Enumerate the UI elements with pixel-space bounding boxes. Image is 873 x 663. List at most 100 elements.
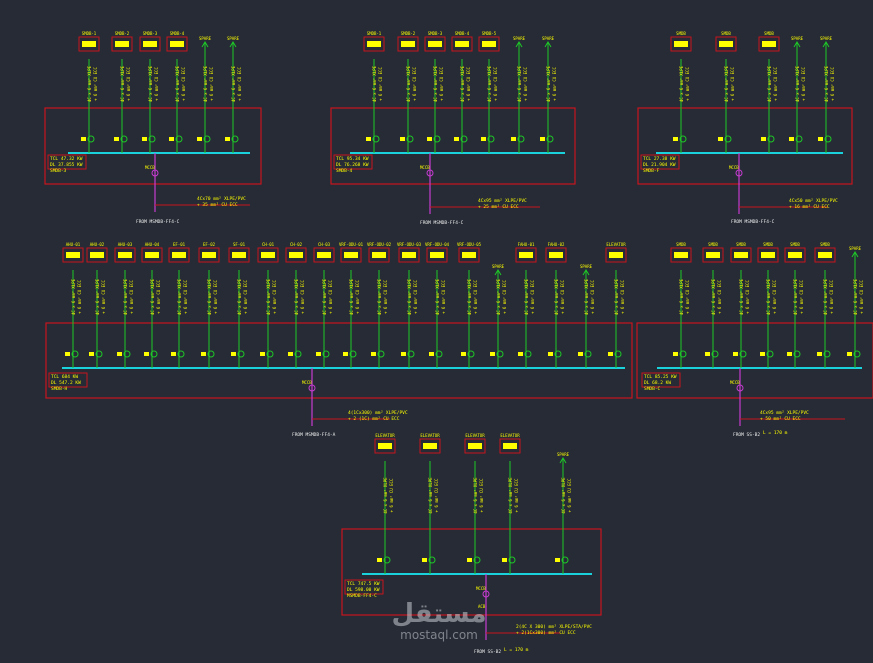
- load-info-line: TCL 684 KW: [51, 374, 78, 380]
- cable-spec: 4C x 6 mm² XLPE: [524, 278, 529, 315]
- load-tag-fill: [145, 252, 159, 258]
- watermark-latin: mostaql.com: [400, 628, 478, 642]
- load-tag-icon: [141, 247, 163, 263]
- feeder-label: SMDB-3: [143, 31, 158, 36]
- arrow-icon: [582, 269, 590, 276]
- feeder-label: SPARE: [580, 264, 593, 269]
- feeder-label: ELEVATOR: [606, 242, 626, 247]
- feeder-label: SMDB-5: [482, 31, 497, 36]
- incomer-tag: MCCB: [145, 165, 155, 170]
- feeder-label: SPARE: [557, 452, 570, 457]
- breaker-tag: [201, 352, 206, 356]
- cable-spec: 4C x 6 mm² XLPE: [148, 65, 153, 102]
- circuit-breaker-icon: [711, 350, 719, 358]
- breaker-tag: [511, 137, 516, 141]
- load-info-line: DL 37.855 KW: [50, 162, 83, 168]
- circuit-breaker-icon: [679, 350, 687, 358]
- cable-length: L = 170 m: [504, 647, 529, 653]
- cable-spec: + 6 mm² CU ECC: [272, 280, 277, 314]
- cable-spec: 4C x 6 mm² XLPE: [795, 65, 800, 102]
- incomer-breaker-icon: [151, 169, 159, 177]
- cable-spec: + 6 mm² CU ECC: [213, 280, 218, 314]
- cable-spec: + 6 mm² CU ECC: [439, 67, 444, 101]
- breaker-tag: [548, 352, 553, 356]
- arrow-icon: [559, 457, 567, 464]
- load-tag-icon: [398, 247, 420, 263]
- breaker-tag: [461, 352, 466, 356]
- load-tag-icon: [670, 247, 692, 263]
- load-info-box: [640, 154, 680, 170]
- incomer-tag: MCCB: [476, 586, 486, 591]
- panel-p1: SMDB-14C x 6 mm² XLPE+ 6 mm² CU ECCSMDB-…: [44, 31, 262, 225]
- incomer-breaker-icon: [426, 169, 434, 177]
- breaker-tag: [490, 352, 495, 356]
- feeder-label: SMDB-4: [170, 31, 185, 36]
- cable-spec: 4C x 6 mm² XLPE: [766, 278, 771, 315]
- cable-spec: + 6 mm² CU ECC: [799, 280, 804, 314]
- circuit-breaker-icon: [177, 350, 185, 358]
- breaker-tag: [733, 352, 738, 356]
- feeder-label: SMDB-2: [115, 31, 130, 36]
- incomer-cable-spec: 2(4C X 300) mm² XLPE/STA/PVC: [516, 624, 592, 630]
- cable-spec: + 6 mm² CU ECC: [717, 280, 722, 314]
- load-tag-icon: [605, 247, 627, 263]
- breaker-tag: [422, 558, 427, 562]
- feeder-label: SPARE: [513, 36, 526, 41]
- circuit-breaker-icon: [266, 350, 274, 358]
- cable-spec: + 6 mm² CU ECC: [801, 67, 806, 101]
- breaker-tag: [316, 352, 321, 356]
- cable-spec: + 6 mm² CU ECC: [378, 67, 383, 101]
- load-tag-fill: [428, 41, 442, 47]
- feeder-label: ELEVATOR: [375, 433, 395, 438]
- cable-spec: 4C x 6 mm² XLPE: [207, 278, 212, 315]
- arrow-icon: [201, 41, 209, 48]
- breaker-tag: [114, 137, 119, 141]
- breaker-tag: [171, 352, 176, 356]
- breaker-tag: [429, 352, 434, 356]
- breaker-tag: [481, 137, 486, 141]
- breaker-tag: [400, 137, 405, 141]
- cable-spec: 4C x 6 mm² XLPE: [435, 278, 440, 315]
- cable-spec: 4C x 6 mm² XLPE: [517, 65, 522, 102]
- load-tag-icon: [340, 247, 362, 263]
- breaker-tag: [225, 137, 230, 141]
- feeder-label: FAHU-02: [548, 242, 565, 247]
- cable-spec: 4C x 6 mm² XLPE: [793, 278, 798, 315]
- load-tag-icon: [424, 36, 446, 52]
- cable-spec: 4C x 6 mm² XLPE: [372, 65, 377, 102]
- load-tag-icon: [313, 247, 335, 263]
- feeder-label: EF-01: [173, 242, 186, 247]
- load-tag-icon: [86, 247, 108, 263]
- cable-spec: 4C x 6 mm² XLPE: [679, 65, 684, 102]
- cable-spec: + 6 mm² CU ECC: [243, 280, 248, 314]
- circuit-breaker-icon: [524, 350, 532, 358]
- panel-p2: SMDB-14C x 6 mm² XLPE+ 6 mm² CU ECCSMDB-…: [330, 31, 576, 226]
- load-tag-fill: [66, 252, 80, 258]
- circuit-breaker-icon: [123, 350, 131, 358]
- breaker-tag: [366, 137, 371, 141]
- circuit-breaker-icon: [724, 135, 732, 143]
- load-tag-icon: [114, 247, 136, 263]
- breaker-tag: [608, 352, 613, 356]
- feeder-label: SMDB-1: [367, 31, 382, 36]
- circuit-breaker-icon: [87, 135, 95, 143]
- cable-spec: + 6 mm² CU ECC: [493, 67, 498, 101]
- load-tag-fill: [818, 252, 832, 258]
- load-tag-icon: [478, 36, 500, 52]
- cable-spec: 4C x 6 mm² XLPE: [496, 278, 501, 315]
- breaker-tag: [169, 137, 174, 141]
- cable-spec: + 6 mm² CU ECC: [101, 280, 106, 314]
- load-tag-fill: [378, 443, 392, 449]
- feeder-label: SPARE: [820, 36, 833, 41]
- cable-spec: + 6 mm² CU ECC: [93, 67, 98, 101]
- feeder-label: CH-02: [290, 242, 303, 247]
- cable-spec: 4C x 6 mm² XLPE: [739, 278, 744, 315]
- load-tag-icon: [451, 36, 473, 52]
- cable-spec: 4C x 6 mm² XLPE: [71, 278, 76, 315]
- incomer-cable-spec: + 25 mm² CU ECC: [478, 204, 519, 210]
- cable-spec: + 6 mm² CU ECC: [560, 280, 565, 314]
- breaker-tag: [518, 352, 523, 356]
- cable-spec: 4C x 6 mm² XLPE: [546, 65, 551, 102]
- feeder-label: VRF-ODU-02: [367, 242, 392, 247]
